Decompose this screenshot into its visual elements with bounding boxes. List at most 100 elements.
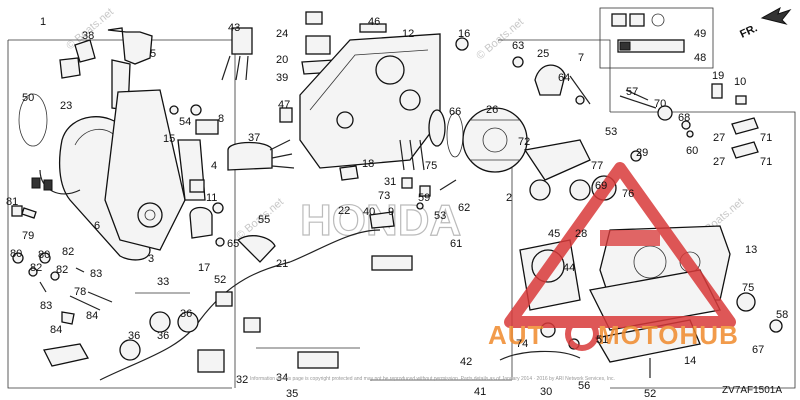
callout-61: 61 — [450, 238, 462, 250]
clip-part — [731, 117, 759, 135]
callout-10: 10 — [734, 76, 746, 88]
callout-34: 34 — [276, 372, 288, 384]
side-plate-part — [104, 89, 186, 251]
label-part — [359, 23, 387, 33]
pivot-hole — [144, 209, 156, 221]
wire-lead — [39, 169, 81, 195]
clip-part — [195, 119, 219, 135]
bracket-part — [369, 211, 395, 229]
callout-71: 71 — [760, 156, 772, 168]
housing-boss — [375, 55, 405, 85]
brand-text-right: MOTOHUB — [598, 320, 739, 350]
callout-36: 36 — [128, 330, 140, 342]
cap-part — [736, 292, 756, 312]
hardware-parts — [12, 252, 113, 325]
callout-51: 51 — [596, 334, 608, 346]
wiring-harness — [43, 229, 413, 381]
spring-pin-parts — [399, 139, 425, 171]
callout-32: 32 — [236, 374, 248, 386]
callout-75: 75 — [742, 282, 754, 294]
decal-label-icon — [617, 39, 685, 53]
harness-connector — [243, 317, 261, 333]
washer-part — [21, 207, 37, 219]
switch-housing-part — [189, 206, 213, 239]
callout-74: 74 — [516, 338, 528, 350]
callout-59: 59 — [418, 192, 430, 204]
cam-disc-edge — [470, 119, 520, 161]
callout-80: 80 — [38, 249, 50, 261]
callout-12: 12 — [402, 28, 414, 40]
callout-82: 82 — [62, 246, 74, 258]
callout-64: 64 — [558, 72, 570, 84]
callout-18: 18 — [362, 158, 374, 170]
cap-part — [339, 165, 359, 181]
rod-part — [69, 295, 101, 311]
callout-69: 69 — [595, 180, 607, 192]
collar-part — [419, 185, 431, 197]
callout-40: 40 — [363, 206, 375, 218]
label-icons — [611, 13, 685, 53]
callout-67: 67 — [752, 344, 764, 356]
ring-part — [529, 179, 551, 201]
bolt-part — [439, 179, 457, 191]
callout-26: 26 — [486, 104, 498, 116]
callout-33: 33 — [157, 276, 169, 288]
shift-arm-part — [523, 139, 591, 181]
callout-83: 83 — [90, 268, 102, 280]
callout-82: 82 — [30, 262, 42, 274]
callout-36: 36 — [157, 330, 169, 342]
group-bracket-13 — [610, 111, 796, 389]
harness-wire — [99, 261, 291, 381]
collar-part — [657, 105, 673, 121]
switch-parts — [212, 11, 359, 263]
screw-part — [75, 267, 85, 273]
callout-63: 63 — [512, 40, 524, 52]
callout-72: 72 — [518, 136, 530, 148]
callout-62: 62 — [458, 202, 470, 214]
callout-27: 27 — [713, 156, 725, 168]
callout-2: 2 — [506, 192, 512, 204]
callout-29: 29 — [636, 147, 648, 159]
callout-5: 5 — [150, 48, 156, 60]
callout-79: 79 — [22, 230, 34, 242]
callout-13: 13 — [745, 244, 757, 256]
callout-41: 41 — [474, 386, 486, 398]
nut-part — [50, 271, 60, 281]
harness-wire — [289, 229, 381, 263]
callout-68: 68 — [678, 112, 690, 124]
callout-1: 1 — [40, 16, 46, 28]
screw-part — [416, 202, 424, 210]
callout-52: 52 — [214, 274, 226, 286]
callout-25: 25 — [537, 48, 549, 60]
washer-part — [630, 150, 642, 162]
collar-part — [401, 177, 413, 189]
callout-38: 38 — [82, 30, 94, 42]
grommet-part — [455, 37, 469, 51]
washer-part — [686, 130, 694, 138]
brand-circle-icon — [565, 317, 599, 351]
relay-wires — [221, 55, 249, 81]
o-ring-part — [18, 93, 48, 147]
diagram-code: ZV7AF1501A — [722, 385, 782, 396]
callout-11: 11 — [206, 192, 217, 204]
nut-part — [28, 267, 38, 277]
callout-15: 15 — [163, 133, 175, 145]
callout-77: 77 — [591, 160, 603, 172]
callout-39: 39 — [276, 72, 288, 84]
ignition-wires — [269, 139, 295, 169]
callout-49: 49 — [694, 28, 706, 40]
spring-part — [190, 104, 202, 116]
washer-part — [169, 105, 179, 115]
control-box-housing — [299, 23, 469, 169]
brand-text-left: AUT — [488, 320, 544, 350]
copyright-line: Information on this page is copyright pr… — [250, 376, 615, 382]
callout-19: 19 — [712, 70, 724, 82]
front-direction-indicator: FR. — [738, 6, 792, 41]
caution-label-icon — [611, 13, 627, 27]
callout-30: 30 — [540, 386, 552, 398]
wire-clamp — [119, 339, 141, 361]
connector-part — [31, 177, 41, 189]
callout-23: 23 — [60, 100, 72, 112]
harness-connector — [197, 349, 225, 373]
